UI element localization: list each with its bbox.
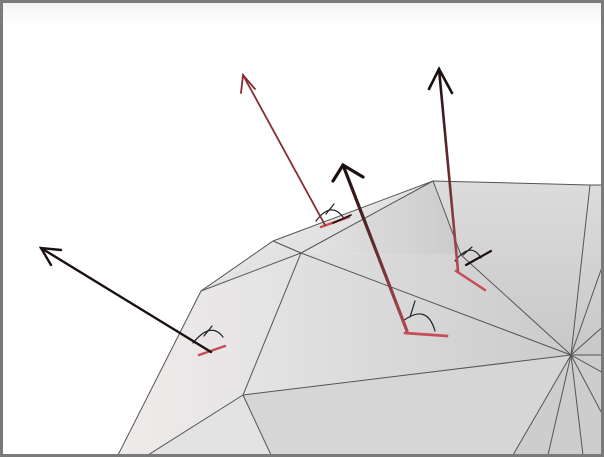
- mesh-edge: [242, 394, 272, 454]
- mesh-face: [243, 355, 571, 454]
- mesh-face: [149, 395, 271, 454]
- normal-shaft: [242, 74, 326, 226]
- mesh-edge: [242, 252, 302, 396]
- mesh-edge: [570, 354, 601, 413]
- mesh-edges: [117, 180, 601, 454]
- normal-vector-2: [240, 72, 351, 229]
- normal-vector-3: [331, 162, 449, 338]
- tangent-marker: [403, 331, 449, 338]
- mesh-edge: [513, 354, 572, 454]
- mesh-face: [433, 181, 590, 355]
- tangent-marker: [464, 249, 493, 267]
- normals-diagram: [38, 66, 601, 454]
- mesh-edge: [272, 240, 302, 254]
- mesh-face: [301, 181, 461, 255]
- normal-vector-1: [38, 246, 227, 357]
- arrow-head-icon: [427, 66, 454, 95]
- tessellated-sphere: [118, 181, 601, 454]
- right-angle-marker-icon: [192, 325, 224, 344]
- mesh-edge: [570, 354, 584, 454]
- arrow-head-icon: [240, 72, 256, 94]
- mesh-face: [118, 253, 301, 454]
- mesh-edge: [460, 254, 572, 356]
- mesh-edge: [300, 252, 572, 356]
- normal-shaft: [437, 67, 460, 273]
- mesh-face: [273, 181, 433, 253]
- right-angle-marker-icon: [402, 300, 436, 332]
- tangent-marker: [454, 269, 487, 292]
- mesh-face: [571, 185, 601, 355]
- mesh-face: [513, 355, 601, 454]
- mesh-edge: [570, 327, 601, 356]
- mesh-edge: [570, 268, 601, 356]
- mesh-face: [201, 241, 301, 291]
- right-angle-marker-icon: [315, 203, 344, 222]
- tangent-marker: [197, 344, 227, 357]
- arrow-head-icon: [331, 162, 365, 183]
- mesh-face: [243, 253, 571, 395]
- normal-shaft: [341, 163, 409, 333]
- normal-shaft: [39, 246, 213, 354]
- tangent-marker: [332, 214, 352, 224]
- mesh-edge: [242, 354, 572, 396]
- silhouette-edge: [117, 180, 601, 454]
- arrow-head-icon: [38, 246, 63, 267]
- mesh-edge: [300, 180, 434, 254]
- mesh-edge: [200, 252, 302, 292]
- mesh-edge: [547, 354, 572, 454]
- mesh-edge: [570, 354, 601, 373]
- mesh-edge: [570, 184, 591, 356]
- top-shading-band: [3, 3, 601, 25]
- normal-vectors: [38, 66, 493, 357]
- normal-vector-4: [427, 66, 493, 292]
- mesh-edge: [148, 394, 244, 454]
- normal-vector-5: [332, 214, 352, 224]
